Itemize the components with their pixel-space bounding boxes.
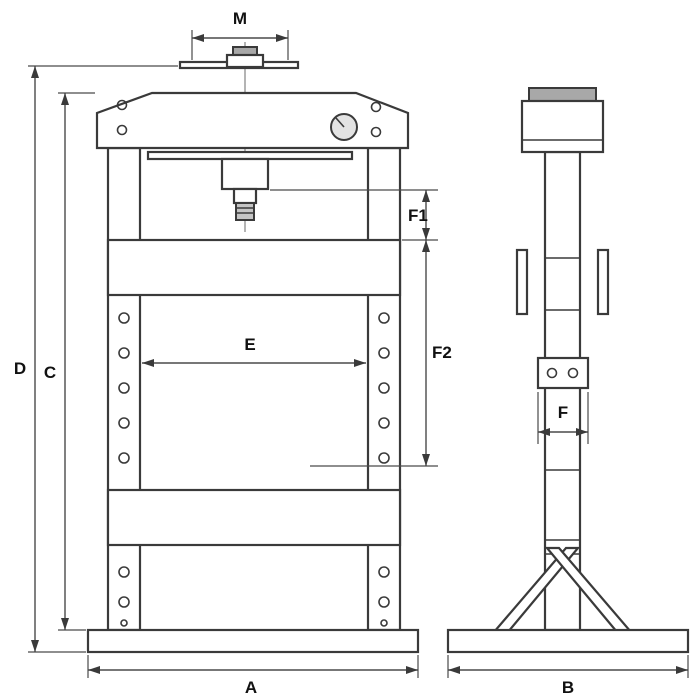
dim-label-c: C xyxy=(44,363,56,382)
column-bolt-holes-right xyxy=(378,312,390,627)
dim-f1: F1 xyxy=(270,189,438,241)
base-plate-front xyxy=(86,628,420,654)
dim-label-e: E xyxy=(244,335,255,354)
dim-m: M xyxy=(191,9,289,60)
dim-c: C xyxy=(44,92,95,631)
dim-d: D xyxy=(14,65,178,653)
dim-label-m: M xyxy=(233,9,247,28)
side-head-cap xyxy=(528,87,597,102)
front-view xyxy=(86,42,420,654)
piston-ram xyxy=(232,187,258,205)
dim-f: F xyxy=(537,392,589,444)
press-head xyxy=(95,91,410,150)
column-bolt-holes-left xyxy=(118,312,130,627)
frame-column-right xyxy=(366,146,402,632)
dim-label-f2: F2 xyxy=(432,343,452,362)
frame-column-left xyxy=(106,146,142,632)
dim-e: E xyxy=(142,335,366,367)
hydraulic-cylinder xyxy=(220,157,270,191)
filler-cap xyxy=(225,53,265,69)
pressure-gauge xyxy=(330,113,358,141)
side-bolt-plate xyxy=(536,356,590,390)
dim-label-d: D xyxy=(14,359,26,378)
side-crossmember-tab-left xyxy=(515,248,529,316)
side-view xyxy=(446,87,690,654)
side-crossmember xyxy=(515,248,610,316)
dim-b: B xyxy=(447,655,689,697)
dim-label-f: F xyxy=(558,403,568,422)
dim-f2: F2 xyxy=(310,240,452,467)
press-bed xyxy=(106,488,402,547)
dim-label-b: B xyxy=(562,678,574,697)
side-head-block xyxy=(520,99,605,154)
base-plate-side xyxy=(446,628,690,654)
ram-nose xyxy=(235,202,255,221)
upper-crossmember xyxy=(106,238,402,297)
dim-label-f1: F1 xyxy=(408,206,428,225)
dim-label-a: A xyxy=(245,678,257,697)
head-bolt-holes xyxy=(116,99,382,138)
dim-a: A xyxy=(87,655,419,697)
side-crossmember-tab-right xyxy=(596,248,610,316)
